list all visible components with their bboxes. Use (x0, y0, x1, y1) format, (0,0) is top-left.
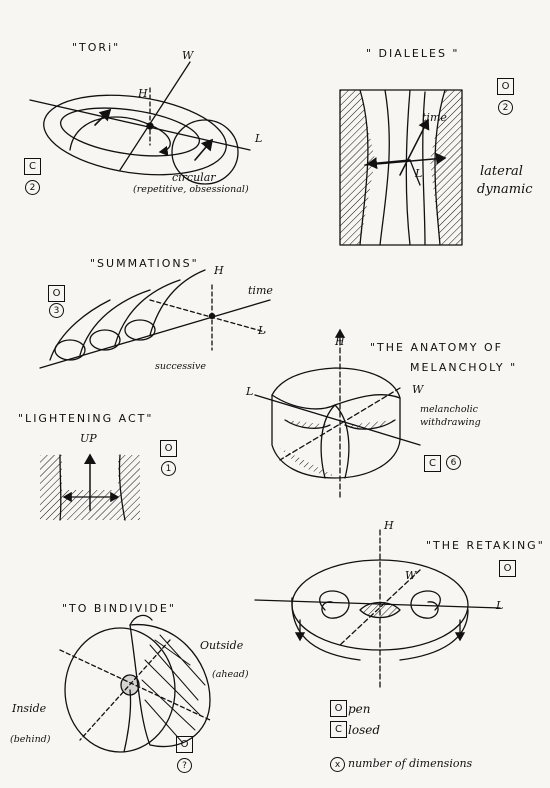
lightening-axis-up: UP (80, 432, 97, 445)
anatomy-sketch (254, 328, 421, 501)
legend-closed-label: losed (348, 723, 381, 737)
bindivide-sketch (59, 614, 211, 753)
retaking-open-badge: O (499, 560, 516, 577)
anatomy-caption-melancholic: melancholic (420, 404, 479, 415)
bindivide-ahead-label: (ahead) (212, 669, 249, 680)
bindivide-inside-label: Inside (12, 702, 47, 715)
lightening-title: "LIGHTENING ACT" (18, 412, 154, 425)
anatomy-axis-l: L (246, 385, 254, 398)
retaking-title: "THE RETAKING" (426, 539, 545, 552)
dialeles-dimension-count: 2 (498, 100, 513, 115)
bindivide-dimension-count: ? (177, 758, 192, 773)
anatomy-axis-w: W (412, 383, 424, 396)
retaking-axis-w: W (405, 569, 417, 582)
legend-dimension-label: number of dimensions (348, 757, 473, 770)
tori-title: "TORi" (72, 41, 121, 54)
lightening-open-badge: O (160, 440, 177, 457)
tori-dimension-count: 2 (25, 180, 40, 195)
retaking-axis-h: H (384, 519, 394, 532)
anatomy-closed-badge: C (424, 455, 441, 472)
summations-open-badge: O (48, 285, 65, 302)
bindivide-open-badge: O (176, 736, 193, 753)
bindivide-title: "TO BINDIVIDE" (62, 602, 176, 615)
dialeles-axis-time: time (422, 111, 447, 124)
tori-caption-repetitive: (repetitive, obsessional) (133, 184, 249, 195)
bindivide-behind-label: (behind) (10, 734, 51, 745)
tori-axis-l: L (255, 132, 263, 145)
summations-axis-time: time (248, 284, 273, 297)
anatomy-title-line2: MELANCHOLY " (410, 361, 518, 374)
retaking-sketch (254, 529, 501, 691)
tori-sketch (29, 61, 251, 185)
legend-dimension-symbol: x (330, 757, 345, 772)
summations-axis-l: L (258, 324, 266, 337)
summations-caption: successive (155, 361, 207, 372)
anatomy-title-line1: "THE ANATOMY OF (370, 341, 503, 354)
legend-open-label: pen (348, 702, 371, 716)
bindivide-outside-label: Outside (200, 639, 244, 652)
dialeles-caption-dynamic: dynamic (477, 182, 533, 197)
summations-dimension-count: 3 (49, 303, 64, 318)
legend-open-badge: O (330, 700, 347, 717)
tori-closed-badge: C (24, 158, 41, 175)
summations-title: "SUMMATIONS" (90, 257, 199, 270)
dialeles-caption-lateral: lateral (480, 164, 523, 179)
summations-axis-h: H (214, 264, 224, 277)
tori-caption-circular: circular (172, 171, 216, 184)
dialeles-open-badge: O (497, 78, 514, 95)
summations-sketch (39, 269, 271, 369)
dialeles-title: " DIALELES " (366, 47, 460, 60)
anatomy-axis-h: H (335, 335, 345, 348)
anatomy-dimension-count: 6 (446, 455, 461, 470)
tori-axis-h: H (138, 87, 148, 100)
dialeles-sketch (339, 89, 463, 246)
anatomy-caption-withdrawing: withdrawing (420, 417, 481, 428)
lightening-dimension-count: 1 (161, 461, 176, 476)
dialeles-axis-l: L (415, 167, 423, 180)
tori-axis-w: W (182, 49, 194, 62)
legend-closed-badge: C (330, 721, 347, 738)
retaking-axis-l: L (496, 599, 504, 612)
lightening-sketch (40, 453, 140, 521)
